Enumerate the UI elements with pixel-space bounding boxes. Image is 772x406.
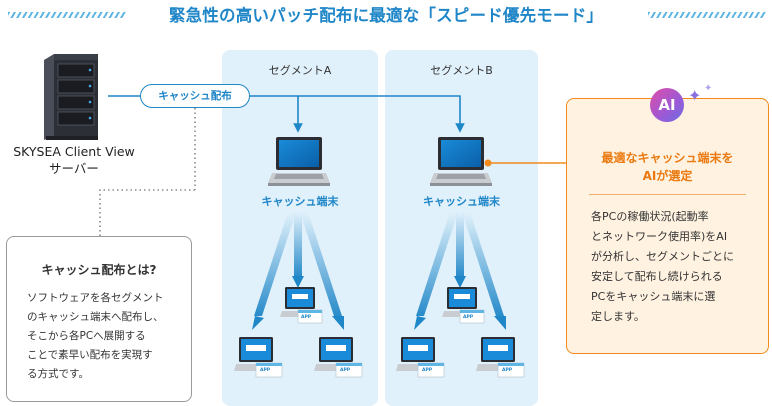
beam-b-mid-head xyxy=(454,276,466,288)
ai-box: 最適なキャッシュ端末を AIが選定 各PCの稼働状況(起動率 とネットワーク使用… xyxy=(566,98,769,354)
cache-terminal-label-b: キャッシュ端末 xyxy=(423,195,500,208)
cache-terminal-label-a: キャッシュ端末 xyxy=(261,195,339,208)
ai-box-body: 各PCの稼働状況(起動率 とネットワーク使用率)をAI が分析し、セグメントごと… xyxy=(591,207,763,327)
server-icon xyxy=(40,50,104,142)
ai-line: が分析し、セグメントごとに xyxy=(591,250,734,263)
segment-b-label: セグメントB xyxy=(430,64,493,77)
ai-connector-dot xyxy=(484,159,492,167)
client-pc-a-mid: APP xyxy=(280,286,324,326)
route-to-segment-b xyxy=(248,95,465,133)
dotted-line-2 xyxy=(99,189,195,236)
segment-a-label: セグメントA xyxy=(268,64,332,77)
client-pc-a-right: APP xyxy=(314,336,364,380)
beam-a-mid xyxy=(294,212,302,276)
ai-line: 安定して配布し続けられる xyxy=(591,270,723,283)
client-pc-a-left: APP xyxy=(234,336,284,380)
beam-a-right-head xyxy=(332,316,344,330)
ai-box-title: 最適なキャッシュ端末を AIが選定 xyxy=(567,149,768,185)
app-tag: APP xyxy=(301,315,312,320)
client-pc-b-left: APP xyxy=(396,336,446,380)
title-decoration-right xyxy=(648,12,766,18)
ai-line: 各PCの稼働状況(起動率 xyxy=(591,210,709,223)
page-title: 緊急性の高いパッチ配布に最適な「スピード優先モード」 xyxy=(168,6,604,25)
ai-title-line2: AIが選定 xyxy=(642,169,693,183)
ai-line: 定します。 xyxy=(591,310,645,323)
server-name: SKYSEA Client View xyxy=(13,144,135,159)
server-type: サーバー xyxy=(49,161,99,176)
cache-distribution-pill: キャッシュ配布 xyxy=(140,84,250,108)
ai-badge-icon: AI xyxy=(650,88,684,122)
app-tag: APP xyxy=(340,368,351,373)
info-box-body: ソフトウェアを各セグメント のキャッシュ端末へ配布し、 そこから各PCへ展開する… xyxy=(27,289,187,384)
app-tag: APP xyxy=(422,368,433,373)
info-line: る方式です。 xyxy=(27,368,89,380)
title-row: 緊急性の高いパッチ配布に最適な「スピード優先モード」 xyxy=(0,0,772,30)
info-box: キャッシュ配布とは? ソフトウェアを各セグメント のキャッシュ端末へ配布し、 そ… xyxy=(6,236,192,402)
title-decoration-left xyxy=(8,12,126,18)
info-line: ソフトウェアを各セグメント xyxy=(27,292,164,304)
beam-a-mid-head xyxy=(292,276,304,288)
beam-b-right-head xyxy=(494,316,506,330)
sparkle-icon: ✦ xyxy=(688,86,702,105)
info-line: ことで素早い配布を実現す xyxy=(27,349,153,361)
app-tag: APP xyxy=(260,368,271,373)
app-tag: APP xyxy=(463,315,474,320)
client-pc-b-mid: APP xyxy=(442,286,486,326)
app-tag: APP xyxy=(502,368,513,373)
beam-b-right xyxy=(462,212,504,316)
client-pc-b-right: APP xyxy=(476,336,526,380)
info-box-title: キャッシュ配布とは? xyxy=(41,263,157,277)
beam-b-left xyxy=(416,212,458,316)
server-label: SKYSEA Client View サーバー xyxy=(0,143,148,177)
sparkle-small-icon: ✦ xyxy=(704,83,713,94)
ai-line: PCをキャッシュ端末に選 xyxy=(591,290,716,303)
ai-box-divider xyxy=(589,194,746,195)
info-line: のキャッシュ端末へ配布し、 xyxy=(27,311,164,323)
cache-terminal-laptop-a xyxy=(268,135,330,187)
beam-b-mid xyxy=(456,212,464,276)
beam-a-left-head xyxy=(252,316,264,330)
beam-a-left xyxy=(254,212,296,316)
ai-line: とネットワーク使用率)をAI xyxy=(591,230,728,243)
beam-b-left-head xyxy=(414,316,426,330)
info-line: そこから各PCへ展開する xyxy=(27,330,146,342)
ai-title-line1: 最適なキャッシュ端末を xyxy=(601,151,734,165)
beam-a-right xyxy=(300,212,342,316)
cache-terminal-laptop-b xyxy=(430,135,492,187)
